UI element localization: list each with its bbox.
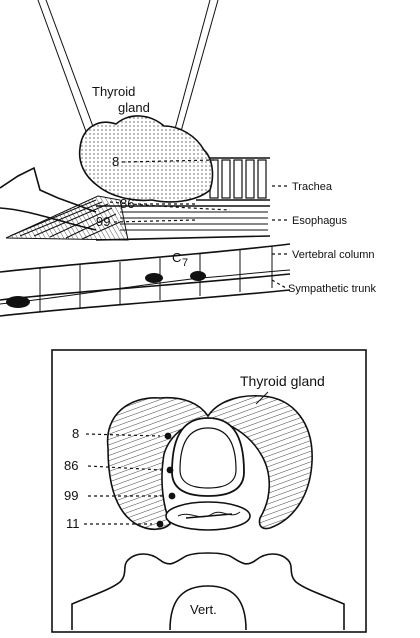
trachea-cross	[171, 417, 245, 497]
marker-99-leader	[113, 219, 197, 223]
retractor-wires	[37, 0, 219, 149]
thyroid-gland-cross-label: Thyroid gland	[240, 373, 325, 389]
sympathetic-ganglion	[145, 273, 163, 283]
thyroid-gland-cross	[106, 394, 313, 531]
nerve-point-8	[164, 432, 172, 440]
marker-86-cross-leader	[87, 465, 163, 471]
sympathetic-trunk-label: Sympathetic trunk	[288, 283, 377, 295]
esophagus-tube	[95, 205, 271, 241]
nerve-point-86	[166, 466, 174, 474]
vertebra-cross	[71, 552, 345, 631]
sympathetic-trunk-leader	[271, 279, 287, 289]
esophagus-cross	[165, 501, 251, 531]
esophagus-label: Esophagus	[292, 215, 348, 227]
trachea-label: Trachea	[292, 181, 333, 193]
vertebra-subscript: 7	[182, 257, 188, 269]
esophagus-muscle	[5, 195, 129, 241]
vertebra-label: C	[172, 250, 181, 265]
nerve-point-99	[168, 492, 176, 500]
marker-86-cross: 86	[64, 458, 78, 473]
nerve-dotted-line	[109, 201, 231, 211]
marker-99-cross: 99	[64, 488, 78, 503]
sympathetic-ganglion	[190, 271, 206, 281]
vertebra-cross-label: Vert.	[190, 602, 217, 617]
thyroid-gland-label-line1: Thyroid	[92, 84, 135, 99]
lateral-view: C 7 Thyroid gland 8 86 99 Trachea Esopha…	[0, 0, 377, 317]
marker-8-lateral: 8	[112, 154, 119, 169]
thyroid-gland-label-line2: gland	[118, 100, 150, 115]
nerve-point-11	[156, 520, 164, 528]
marker-8-cross-leader	[85, 433, 161, 437]
thyroid-gland-lateral	[78, 115, 214, 203]
vertebral-column-label: Vertebral column	[292, 249, 375, 261]
thyroid-gland-cross-leader	[255, 391, 269, 405]
marker-86-lateral: 86	[120, 196, 134, 211]
marker-11-cross: 11	[66, 516, 80, 531]
cross-section-view: 8 86 99 11 Thyroid gland Vert.	[51, 349, 367, 633]
vertebral-column	[0, 243, 291, 317]
marker-8-cross: 8	[72, 426, 79, 441]
marker-99-lateral: 99	[96, 214, 110, 229]
